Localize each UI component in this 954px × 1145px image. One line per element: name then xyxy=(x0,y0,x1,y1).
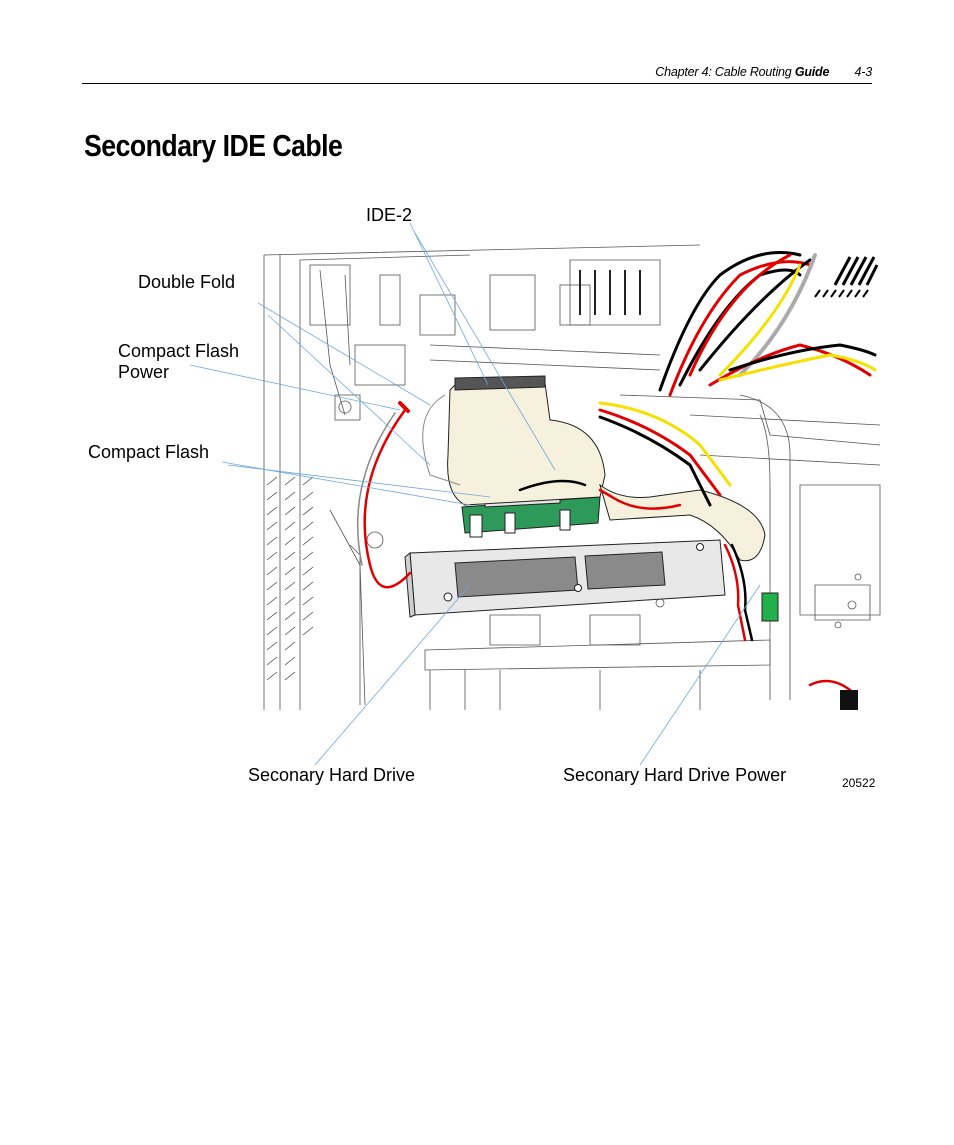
header-guide: Guide xyxy=(794,65,830,79)
label-compact-flash-power-line2: Power xyxy=(118,362,170,382)
green-connector xyxy=(761,592,779,622)
label-secondary-hard-drive-power: Seconary Hard Drive Power xyxy=(563,765,787,785)
chassis-illustration xyxy=(189,222,881,766)
black-connector xyxy=(840,690,858,710)
label-compact-flash: Compact Flash xyxy=(88,442,210,462)
header-page-number: 4-3 xyxy=(854,65,873,79)
label-ide2: IDE-2 xyxy=(366,205,413,225)
running-header: Chapter 4: Cable Routing Guide 4-3 xyxy=(82,62,872,84)
header-rule xyxy=(82,83,872,84)
header-chapter: Chapter 4: Cable Routing xyxy=(655,65,792,79)
label-compact-flash-power: Compact Flash Power xyxy=(118,341,239,383)
figure-number: 20522 xyxy=(842,776,876,790)
label-double-fold: Double Fold xyxy=(138,272,236,292)
page-title: Secondary IDE Cable xyxy=(84,128,343,163)
header-text: Chapter 4: Cable Routing Guide 4-3 xyxy=(655,65,872,79)
cable-routing-figure: IDE-2 Double Fold Compact Flash Power Co… xyxy=(0,185,954,805)
label-compact-flash-power-line1: Compact Flash xyxy=(118,341,240,361)
label-secondary-hard-drive: Seconary Hard Drive xyxy=(248,765,416,785)
